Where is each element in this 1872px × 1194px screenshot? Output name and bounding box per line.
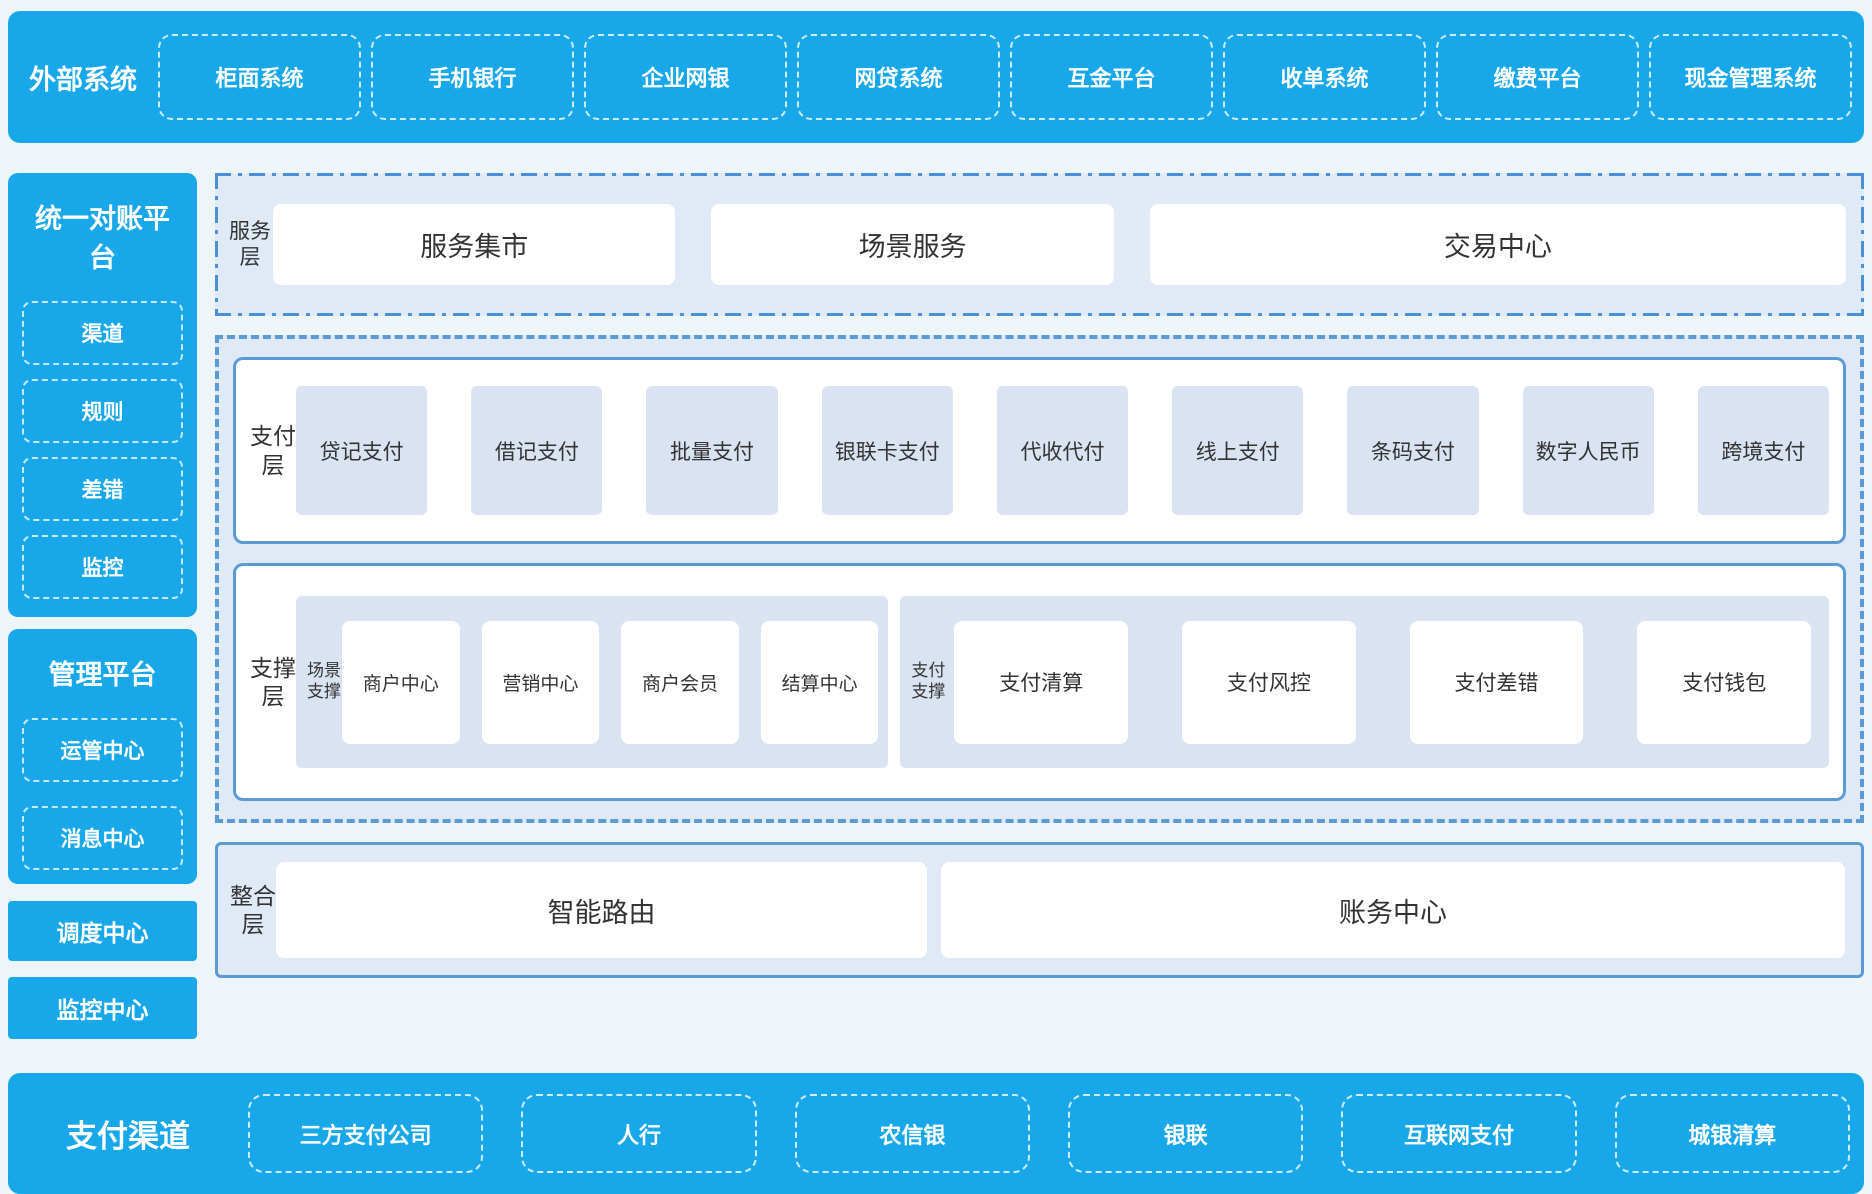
integration-box: 智能路由 xyxy=(276,862,927,958)
external-system-item: 手机银行 xyxy=(371,34,574,120)
management-item: 运管中心 xyxy=(22,718,183,782)
payment-channel-item: 城银清算 xyxy=(1614,1094,1850,1173)
integration-layer-label: 整合层 xyxy=(230,882,276,937)
reconciliation-items: 渠道 规则 差错 监控 xyxy=(22,301,183,599)
payment-item: 贷记支付 xyxy=(296,386,428,515)
external-system-item: 企业网银 xyxy=(584,34,787,120)
external-system-item: 收单系统 xyxy=(1223,34,1426,120)
payment-channel-item: 三方支付公司 xyxy=(248,1094,484,1173)
payment-support-item: 支付清算 xyxy=(954,620,1129,744)
service-layer-boxes: 服务集市 场景服务 交易中心 xyxy=(273,204,1846,285)
reconciliation-item: 渠道 xyxy=(22,301,183,365)
payment-item: 代收代付 xyxy=(996,386,1129,515)
management-platform-title: 管理平台 xyxy=(48,660,157,690)
payment-channels-bar: 支付渠道 三方支付公司 人行 农信银 银联 互联网支付 城银清算 xyxy=(8,1073,1864,1194)
main-region: 统一对账平台 渠道 规则 差错 监控 管理平台 运管中心 消息中心 调度中心 监… xyxy=(0,173,1872,1039)
left-sidebar: 统一对账平台 渠道 规则 差错 监控 管理平台 运管中心 消息中心 调度中心 监… xyxy=(8,173,197,1039)
reconciliation-platform-block: 统一对账平台 渠道 规则 差错 监控 xyxy=(8,173,197,617)
payment-layer: 支付层 贷记支付 借记支付 批量支付 银联卡支付 代收代付 线上支付 条码支付 … xyxy=(233,357,1846,544)
payment-item: 跨境支付 xyxy=(1697,386,1829,515)
payment-channel-item: 人行 xyxy=(521,1094,757,1173)
payment-channels-items: 三方支付公司 人行 农信银 银联 互联网支付 城银清算 xyxy=(248,1094,1850,1173)
payment-item: 批量支付 xyxy=(646,386,778,515)
service-layer-label: 服务层 xyxy=(229,219,271,269)
scene-support-items: 商户中心 营销中心 商户会员 结算中心 xyxy=(342,596,879,768)
support-layer: 支撑层 场景支撑 商户中心 营销中心 商户会员 结算中心 支付支撑 xyxy=(233,563,1846,801)
payment-channel-item: 银联 xyxy=(1067,1094,1304,1173)
external-system-item: 柜面系统 xyxy=(158,34,361,120)
external-systems-bar: 外部系统 柜面系统 手机银行 企业网银 网贷系统 互金平台 收单系统 缴费平台 … xyxy=(8,11,1864,143)
service-box: 场景服务 xyxy=(711,204,1114,285)
integration-layer: 整合层 智能路由 账务中心 xyxy=(215,842,1864,978)
external-system-item: 现金管理系统 xyxy=(1649,34,1852,120)
payment-item: 借记支付 xyxy=(471,386,603,515)
core-layers-container: 支付层 贷记支付 借记支付 批量支付 银联卡支付 代收代付 线上支付 条码支付 … xyxy=(215,335,1864,823)
payment-support-group: 支付支撑 支付清算 支付风控 支付差错 支付钱包 xyxy=(900,596,1829,768)
service-layer: 服务层 服务集市 场景服务 交易中心 xyxy=(215,173,1864,316)
payment-support-item: 支付风控 xyxy=(1182,620,1356,744)
external-system-item: 缴费平台 xyxy=(1436,34,1639,120)
payment-item: 条码支付 xyxy=(1347,386,1479,515)
support-layer-label: 支撑层 xyxy=(250,654,296,709)
payment-item: 银联卡支付 xyxy=(821,386,953,515)
payment-layer-label: 支付层 xyxy=(250,423,296,478)
scene-support-group: 场景支撑 商户中心 营销中心 商户会员 结算中心 xyxy=(296,596,889,768)
payment-support-item: 支付钱包 xyxy=(1637,620,1812,744)
scene-support-item: 结算中心 xyxy=(760,620,879,744)
payment-layer-items: 贷记支付 借记支付 批量支付 银联卡支付 代收代付 线上支付 条码支付 数字人民… xyxy=(296,386,1829,515)
scene-support-label: 场景支撑 xyxy=(307,661,341,701)
scene-support-item: 营销中心 xyxy=(481,620,600,744)
reconciliation-platform-title: 统一对账平台 xyxy=(35,204,170,273)
support-layer-groups: 场景支撑 商户中心 营销中心 商户会员 结算中心 支付支撑 支付清算 支付风控 xyxy=(296,596,1829,768)
payment-item: 数字人民币 xyxy=(1522,386,1654,515)
payment-support-item: 支付差错 xyxy=(1409,620,1584,744)
service-box: 交易中心 xyxy=(1149,204,1846,285)
management-platform-block: 管理平台 运管中心 消息中心 xyxy=(8,629,197,884)
scene-support-item: 商户会员 xyxy=(621,620,739,744)
monitor-center-block: 监控中心 xyxy=(8,977,197,1039)
management-items: 运管中心 消息中心 xyxy=(22,718,183,870)
payment-channel-item: 互联网支付 xyxy=(1341,1094,1577,1173)
management-item: 消息中心 xyxy=(22,806,183,870)
scene-support-item: 商户中心 xyxy=(342,620,460,744)
payment-support-label: 支付支撑 xyxy=(911,661,946,701)
external-systems-items: 柜面系统 手机银行 企业网银 网贷系统 互金平台 收单系统 缴费平台 现金管理系… xyxy=(158,34,1852,120)
architecture-content: 服务层 服务集市 场景服务 交易中心 支付层 贷记支付 借记支付 批量支付 银联… xyxy=(215,173,1864,1039)
dispatch-center-block: 调度中心 xyxy=(8,901,197,961)
payment-channel-item: 农信银 xyxy=(794,1094,1030,1173)
payment-support-items: 支付清算 支付风控 支付差错 支付钱包 xyxy=(946,596,1819,768)
reconciliation-item: 监控 xyxy=(22,535,183,599)
integration-layer-boxes: 智能路由 账务中心 xyxy=(276,862,1845,958)
reconciliation-item: 规则 xyxy=(22,379,183,443)
external-system-item: 互金平台 xyxy=(1010,34,1213,120)
reconciliation-item: 差错 xyxy=(22,457,183,521)
payment-item: 线上支付 xyxy=(1172,386,1304,515)
payment-channels-label: 支付渠道 xyxy=(66,1119,190,1154)
integration-box: 账务中心 xyxy=(940,862,1845,958)
external-systems-label: 外部系统 xyxy=(29,64,137,95)
external-system-item: 网贷系统 xyxy=(797,34,1000,120)
service-box: 服务集市 xyxy=(273,204,676,285)
